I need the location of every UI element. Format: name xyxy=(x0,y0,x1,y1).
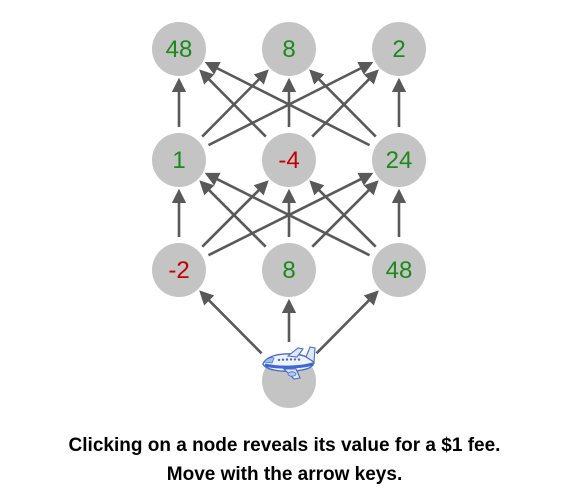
edge-arrow-start-to-r1c1 xyxy=(199,290,263,355)
node-circle[interactable] xyxy=(262,243,316,297)
edge-arrow-r1c3-to-r2c1 xyxy=(204,172,371,257)
node-r1c1[interactable]: -2 xyxy=(152,243,206,297)
edge-arrow-r1c2-to-r2c1 xyxy=(199,180,267,248)
node-r2c1[interactable]: 1 xyxy=(152,133,206,187)
node-value: -4 xyxy=(278,147,299,174)
node-circle[interactable] xyxy=(262,133,316,187)
airplane-icon xyxy=(262,346,316,380)
node-r3c2[interactable]: 8 xyxy=(262,22,316,76)
node-value: 48 xyxy=(166,36,193,63)
node-circle[interactable] xyxy=(152,133,206,187)
instructions: Clicking on a node reveals its value for… xyxy=(0,431,569,489)
edge-arrow-r2c2-to-r3c1 xyxy=(199,69,267,138)
node-value: 24 xyxy=(386,147,413,174)
node-circle[interactable] xyxy=(372,133,426,187)
nodes-layer: 48 8 2 1 -4 24 -2 8 48 xyxy=(152,22,426,408)
node-r2c2[interactable]: -4 xyxy=(262,133,316,187)
edge-arrow-r2c3-to-r3c2 xyxy=(309,69,377,138)
node-r3c1[interactable]: 48 xyxy=(152,22,206,76)
node-value: 48 xyxy=(386,257,413,284)
edge-arrow-start-to-r1c3 xyxy=(315,290,379,355)
node-circle[interactable] xyxy=(152,22,206,76)
node-value: 8 xyxy=(282,257,295,284)
node-value: 1 xyxy=(172,147,185,174)
node-value: 8 xyxy=(282,36,295,63)
node-value: -2 xyxy=(168,257,189,284)
node-circle[interactable] xyxy=(152,243,206,297)
node-r1c3[interactable]: 48 xyxy=(372,243,426,297)
game-board: 48 8 2 1 -4 24 -2 8 48 xyxy=(152,22,426,408)
edge-arrow-r1c3-to-r2c2 xyxy=(309,180,377,248)
edge-arrow-r2c3-to-r3c1 xyxy=(204,61,371,147)
node-r3c3[interactable]: 2 xyxy=(372,22,426,76)
node-circle[interactable] xyxy=(372,22,426,76)
node-value: 2 xyxy=(392,36,405,63)
edges-layer xyxy=(171,61,407,355)
node-circle[interactable] xyxy=(262,22,316,76)
node-circle[interactable] xyxy=(372,243,426,297)
instructions-line-1: Clicking on a node reveals its value for… xyxy=(68,435,501,456)
node-r2c3[interactable]: 24 xyxy=(372,133,426,187)
node-r1c2[interactable]: 8 xyxy=(262,243,316,297)
player-token xyxy=(262,346,316,380)
instructions-line-2: Move with the arrow keys. xyxy=(166,464,403,485)
